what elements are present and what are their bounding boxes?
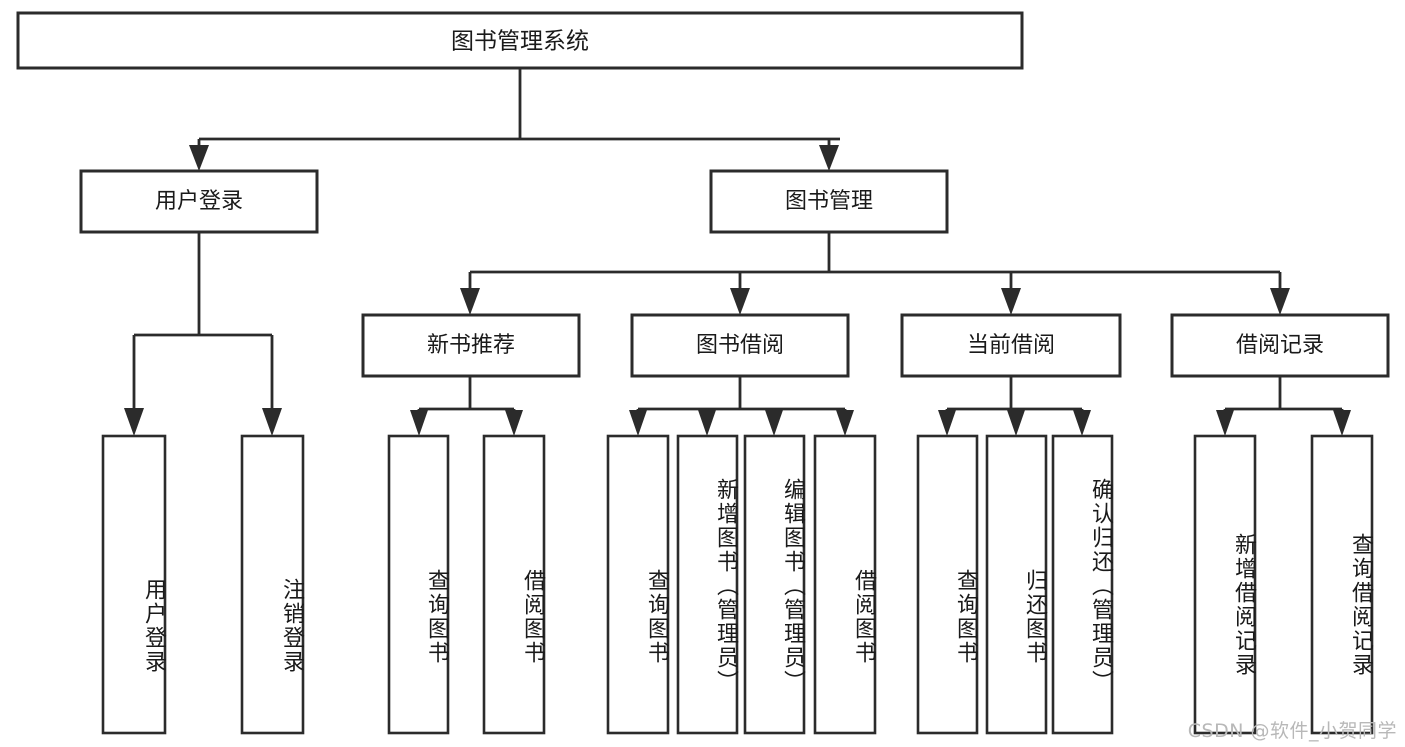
arrowhead-new-book-recommend [460,288,480,315]
arrowhead-leaf-query-book-3 [938,410,956,436]
node-box-borrow-record[interactable] [1170,313,1390,378]
leaf-box-return-book[interactable] [985,434,1048,735]
node-box-new-book-recommendation[interactable] [361,313,581,378]
node-label-root: 图书管理系统 [451,29,589,55]
leaf-box-query-record[interactable] [1310,434,1374,735]
connectors-layer [124,68,1351,436]
arrowhead-leaf-add-book [698,410,716,436]
arrowhead-leaf-borrow-book-2 [836,410,854,436]
arrowhead-current-borrow [1001,288,1021,315]
arrowhead-user-login [189,145,209,171]
node-box-user-login[interactable] [79,169,319,234]
node-label-current-borrow: 当前借阅 [967,333,1055,358]
node-user-login[interactable]: 用户登录 [79,169,319,234]
node-label-book-borrow: 图书借阅 [696,333,784,358]
arrowhead-leaf-logout [262,408,282,436]
leaf-box-edit-book[interactable] [743,434,806,735]
arrowhead-leaf-user-login [124,408,144,436]
nodes-layer: 图书管理系统 用户登录 图书管理 新书推荐 图书借阅 当前 [16,11,1390,735]
leaf-box-query-book-1[interactable] [387,434,450,735]
arrowhead-leaf-edit-book [765,410,783,436]
node-label-user-login: 用户登录 [155,189,243,214]
node-label-book-management: 图书管理 [785,189,873,214]
node-box-current-borrow[interactable] [900,313,1122,378]
node-box-book-borrow[interactable] [630,313,850,378]
arrowhead-borrow-record [1270,288,1290,315]
node-label-borrow-record: 借阅记录 [1236,333,1324,358]
leaf-box-borrow-book-2[interactable] [813,434,877,735]
node-book-borrow[interactable]: 图书借阅 [630,313,850,378]
node-label-new-book-recommendation: 新书推荐 [427,333,515,358]
node-book-management-system[interactable]: 图书管理系统 [16,11,1024,70]
arrowhead-leaf-return-book [1007,410,1025,436]
arrowhead-leaf-query-book-1 [410,410,428,436]
leaf-box-borrow-book-1[interactable] [482,434,546,735]
arrowhead-leaf-add-record [1216,410,1234,436]
arrowhead-leaf-query-record [1333,410,1351,436]
arrowhead-leaf-confirm-return [1073,410,1091,436]
arrowhead-book-borrow [730,288,750,315]
node-current-borrow[interactable]: 当前借阅 [900,313,1122,378]
node-new-book-recommendation[interactable]: 新书推荐 [361,313,581,378]
leaf-box-query-book-3[interactable] [916,434,979,735]
leaf-box-logout[interactable] [240,434,305,735]
leaf-box-query-book-2[interactable] [606,434,670,735]
leaf-box-confirm-return[interactable] [1051,434,1114,735]
arrowhead-leaf-borrow-book-1 [505,410,523,436]
node-box-book-management[interactable] [709,169,949,234]
leaf-box-add-book[interactable] [676,434,739,735]
arrowhead-leaf-query-book-2 [629,410,647,436]
node-book-management[interactable]: 图书管理 [709,169,949,234]
arrowhead-book-mgmt [819,145,839,171]
node-box-root[interactable] [16,11,1024,70]
leaf-box-add-record[interactable] [1193,434,1257,735]
csdn-watermark: CSDN @软件_小贺同学 [1187,720,1397,742]
node-borrow-record[interactable]: 借阅记录 [1170,313,1390,378]
leaf-box-user-login[interactable] [101,434,167,735]
